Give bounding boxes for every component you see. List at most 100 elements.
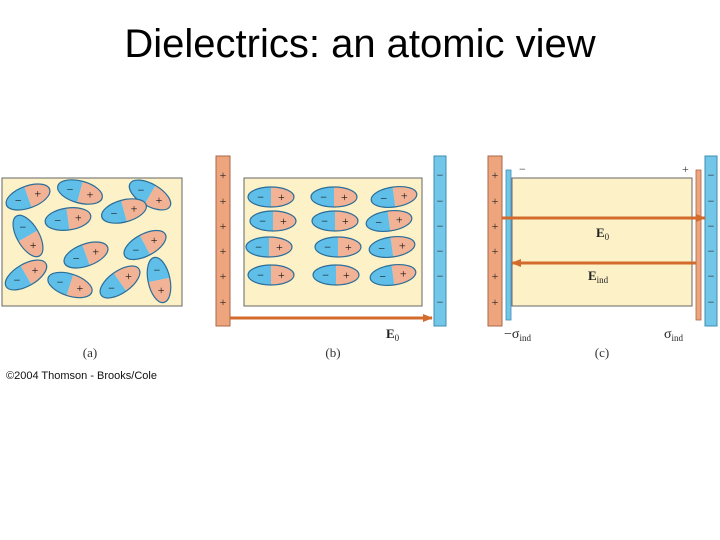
dipole-negative-sign: − <box>324 240 331 254</box>
caption-a: (a) <box>83 345 97 360</box>
copyright-notice: ©2004 Thomson - Brooks/Cole <box>6 370 157 382</box>
dipole-negative-sign: − <box>73 252 80 266</box>
induced-positive-layer <box>695 169 702 321</box>
dipole-positive-sign: + <box>401 189 408 203</box>
corner-plus: + <box>682 162 689 176</box>
plate-sign: + <box>492 168 499 182</box>
dipole-molecule: −+ <box>367 233 417 261</box>
positive-plate-c <box>487 155 503 327</box>
plate-sign: − <box>437 219 444 233</box>
panel-a: −+−+−+−+−+−+−+−+−+−+−+−+ (a) <box>0 173 183 360</box>
dipole-negative-sign: − <box>15 194 22 208</box>
plate-sign: − <box>708 244 715 258</box>
field-label-b: E0 <box>386 326 400 343</box>
dipole-molecule: −+ <box>249 210 297 232</box>
plate-sign: + <box>492 194 499 208</box>
plate-sign: + <box>220 295 227 309</box>
dipole-positive-sign: + <box>343 268 350 282</box>
dipole-negative-sign: − <box>378 241 385 255</box>
dipole-negative-sign: − <box>67 182 74 196</box>
dipole-positive-sign: + <box>400 267 407 281</box>
plate-sign: − <box>437 194 444 208</box>
dielectric-figure: −+−+−+−+−+−+−+−+−+−+−+−+ (a) ++++++ −+−+… <box>0 155 718 360</box>
plate-sign: − <box>437 168 444 182</box>
induced-field-label: Eind <box>588 268 609 285</box>
dipole-negative-sign: − <box>111 207 118 221</box>
dipole-molecule: −+ <box>247 264 295 286</box>
dipole-negative-sign: − <box>108 281 115 295</box>
dipole-positive-sign: + <box>341 190 348 204</box>
dipole-negative-sign: − <box>255 240 262 254</box>
dipole-negative-sign: − <box>132 243 139 257</box>
slide-title: Dielectrics: an atomic view <box>124 22 596 66</box>
dipole-positive-sign: + <box>30 238 37 252</box>
dipole-molecule: −+ <box>245 236 293 258</box>
dipole-positive-sign: + <box>396 213 403 227</box>
dipole-molecule: −+ <box>43 204 93 234</box>
dipole-negative-sign: − <box>257 268 264 282</box>
dipole-molecule: −+ <box>364 207 414 235</box>
dipole-negative-sign: − <box>259 214 266 228</box>
dipole-molecule: −+ <box>143 255 175 305</box>
plate-sign: − <box>708 219 715 233</box>
dipole-positive-sign: + <box>345 240 352 254</box>
positive-plate-b <box>215 155 231 327</box>
dipole-negative-sign: − <box>57 275 64 289</box>
dipole-negative-sign: − <box>380 191 387 205</box>
dipole-positive-sign: + <box>156 193 163 207</box>
panel-b: ++++++ −+−+−+−+−+−+−+−+−+−+−+−+ −−−−−− E… <box>215 155 447 360</box>
dipole-molecule: −+ <box>311 210 359 232</box>
dipole-positive-sign: + <box>34 186 41 200</box>
surface-charge-right: σind <box>664 327 684 343</box>
negative-plate-c <box>704 155 718 327</box>
dipole-positive-sign: + <box>125 269 132 283</box>
plate-sign: − <box>708 168 715 182</box>
dipole-molecule: −+ <box>312 264 360 286</box>
dipole-negative-sign: − <box>320 190 327 204</box>
dipole-negative-sign: − <box>153 263 160 277</box>
dipole-negative-sign: − <box>138 183 145 197</box>
plate-sign: − <box>708 194 715 208</box>
plate-sign: + <box>492 295 499 309</box>
corner-minus: − <box>519 162 526 176</box>
dipole-positive-sign: + <box>278 190 285 204</box>
dipole-molecule: −+ <box>314 236 362 258</box>
plate-signs-b-pos: ++++++ <box>220 168 227 309</box>
plate-signs-c-pos: ++++++ <box>492 168 499 309</box>
dipole-positive-sign: + <box>158 283 165 297</box>
dipole-positive-sign: + <box>280 214 287 228</box>
dielectric-slab-c <box>511 177 693 307</box>
plate-sign: − <box>708 295 715 309</box>
dipole-positive-sign: + <box>276 240 283 254</box>
plate-sign: − <box>708 269 715 283</box>
plate-signs-b-neg: − − − − − − <box>437 168 444 309</box>
plate-sign: + <box>220 269 227 283</box>
dipole-positive-sign: + <box>92 244 99 258</box>
dipole-molecule: −+ <box>310 186 358 208</box>
dipole-molecule: −+ <box>368 261 418 289</box>
plate-sign: − <box>437 295 444 309</box>
dipole-positive-sign: + <box>75 211 82 225</box>
plate-sign: + <box>220 194 227 208</box>
dipole-positive-sign: + <box>151 233 158 247</box>
dipole-positive-sign: + <box>342 214 349 228</box>
dipole-positive-sign: + <box>131 201 138 215</box>
dipole-negative-sign: − <box>375 215 382 229</box>
panel-c: ++++++ −−−−−− − + E0 Eind −σind σind (c) <box>487 155 718 360</box>
surface-charge-left: −σind <box>504 327 531 343</box>
dipole-positive-sign: + <box>87 188 94 202</box>
caption-b: (b) <box>325 345 340 360</box>
field-label-c: E0 <box>596 225 610 242</box>
dipole-negative-sign: − <box>14 273 21 287</box>
dipoles-b: −+−+−+−+−+−+−+−+−+−+−+−+ <box>245 183 419 289</box>
dipole-positive-sign: + <box>76 281 83 295</box>
dipole-negative-sign: − <box>322 268 329 282</box>
plate-sign: + <box>220 168 227 182</box>
plate-sign: + <box>492 269 499 283</box>
plate-sign: − <box>437 269 444 283</box>
caption-c: (c) <box>595 345 609 360</box>
plate-sign: − <box>437 244 444 258</box>
dipole-positive-sign: + <box>32 263 39 277</box>
induced-negative-layer <box>505 169 512 321</box>
dipole-negative-sign: − <box>321 214 328 228</box>
